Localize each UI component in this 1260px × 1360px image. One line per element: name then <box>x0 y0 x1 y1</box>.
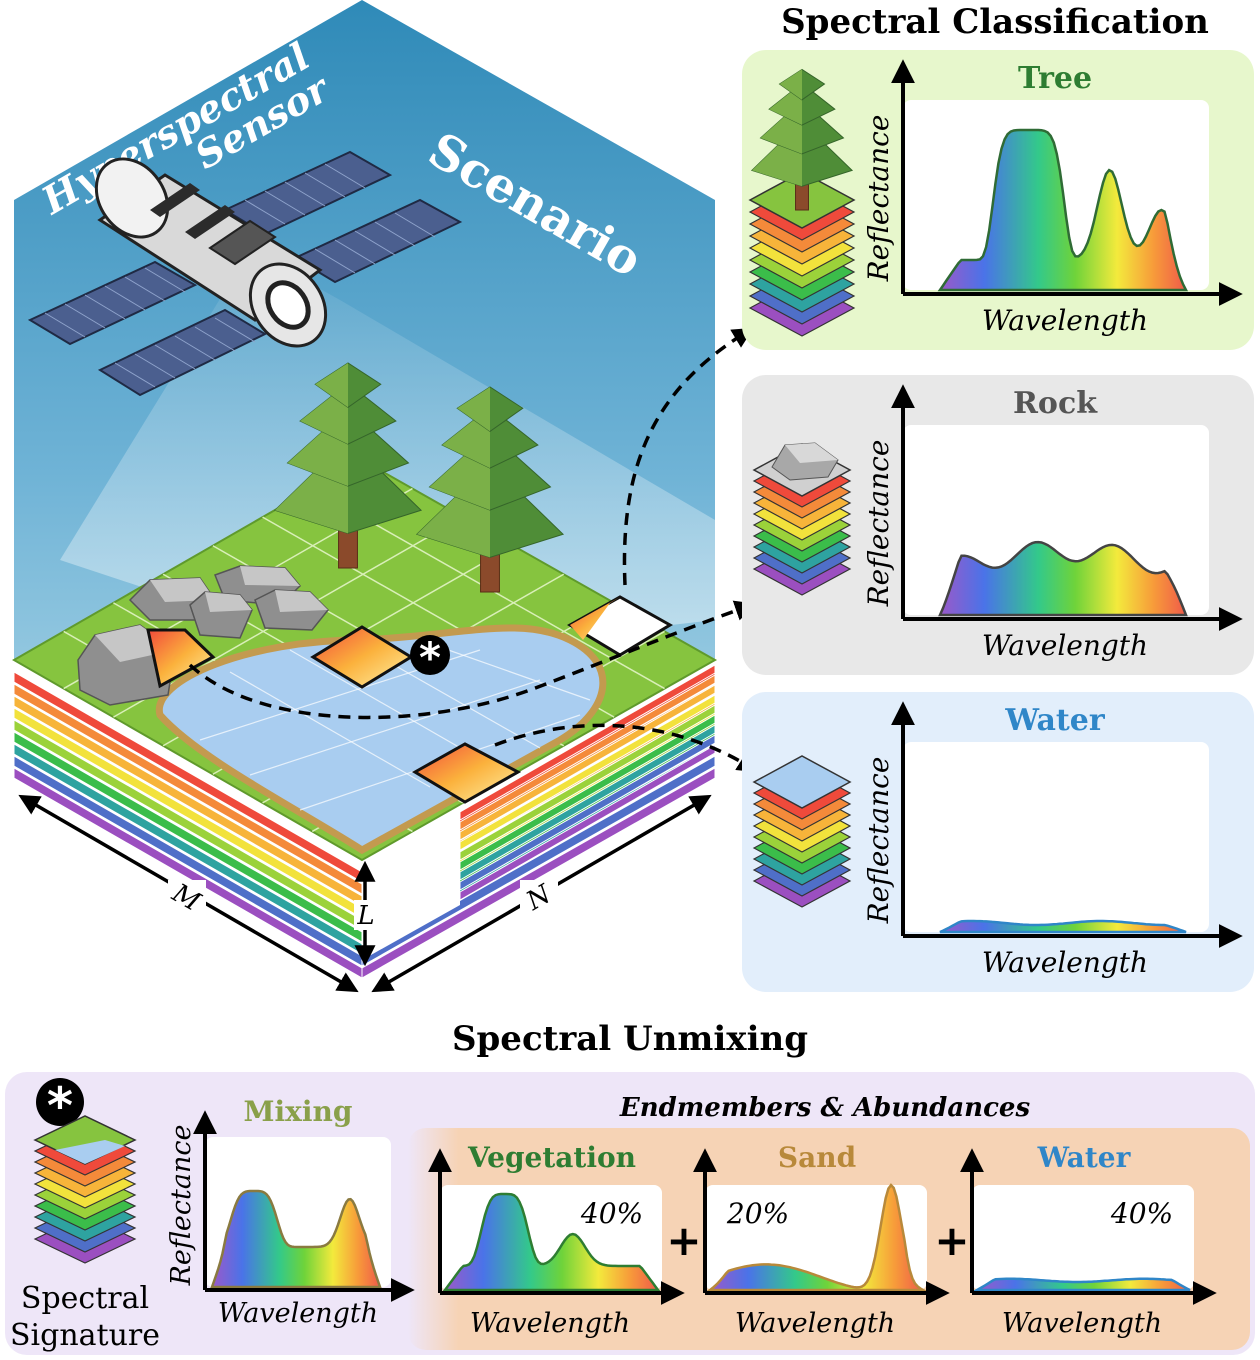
class-panel-title: Water <box>1004 703 1105 738</box>
arrow-to-tree <box>622 327 754 586</box>
x-axis-label: Wavelength <box>470 1308 630 1339</box>
y-axis-label: Reflectance <box>166 1125 197 1287</box>
asterisk-marker: * <box>410 633 450 682</box>
tile-water <box>412 742 522 804</box>
x-axis-label: Wavelength <box>982 946 1148 979</box>
plus-sign: + <box>934 1216 969 1265</box>
tile-rock <box>146 628 216 689</box>
arrow-to-rock <box>188 600 756 720</box>
mixing-title: Mixing <box>244 1095 353 1128</box>
endmember-title: Water <box>1037 1141 1132 1174</box>
classification-arrows <box>188 327 759 773</box>
tree-stack-icon <box>748 68 856 337</box>
abundance-label: 40% <box>580 1197 643 1230</box>
class-panel-title: Rock <box>1013 386 1098 421</box>
y-axis-label: Reflectance <box>862 440 895 608</box>
signature-asterisk: * <box>36 1077 84 1135</box>
unmixing-title: Spectral Unmixing <box>452 1019 808 1059</box>
x-axis-label: Wavelength <box>218 1298 378 1329</box>
spectral-classification: Spectral Classification TreeWavelengthRe… <box>742 2 1254 992</box>
x-axis-label: Wavelength <box>735 1308 895 1339</box>
scene: Hyperspectral Sensor Scenario <box>11 0 759 993</box>
solar-panel-right <box>222 150 463 284</box>
y-axis-label: Reflectance <box>862 757 895 925</box>
signature-label-line2: Signature <box>10 1318 160 1353</box>
abundance-label: 20% <box>726 1197 789 1230</box>
class-panel-title: Tree <box>1018 61 1092 96</box>
dim-l-label: L <box>356 901 374 931</box>
x-axis-label: Wavelength <box>1002 1308 1162 1339</box>
tree-icon <box>273 362 423 569</box>
plus-sign: + <box>666 1216 701 1265</box>
endmember-title: Sand <box>778 1141 856 1174</box>
water-stack-icon <box>752 755 852 908</box>
abundance-label: 40% <box>1110 1197 1173 1230</box>
arrow-to-water <box>494 723 759 773</box>
endmember-sand: Sand 20% Wavelength <box>693 1141 950 1339</box>
satellite-icon <box>27 150 463 397</box>
y-axis-label: Reflectance <box>862 115 895 283</box>
dimension-labels: M N L <box>166 878 558 931</box>
satellite-body <box>94 157 328 348</box>
solar-panel-left <box>27 260 268 397</box>
asterisk-symbol: * <box>419 633 441 682</box>
endmembers-title: Endmembers & Abundances <box>619 1093 1031 1123</box>
spectral-unmixing: Spectral Unmixing Endmembers & Abundance… <box>5 1019 1255 1355</box>
signature-label-line1: Spectral <box>21 1281 149 1316</box>
endmember-title: Vegetation <box>467 1141 636 1174</box>
endmember-water: Water 40% Wavelength <box>960 1141 1217 1339</box>
classification-title: Spectral Classification <box>781 2 1209 42</box>
x-axis-label: Wavelength <box>982 629 1148 662</box>
rock-icon <box>254 589 330 631</box>
x-axis-label: Wavelength <box>982 304 1148 337</box>
rock-icon <box>189 591 253 639</box>
rock-stack-icon <box>752 442 852 596</box>
spectral-signature-stack <box>33 1115 137 1264</box>
endmember-vegetation: Vegetation 40% Wavelength <box>428 1141 685 1339</box>
tile-tree <box>567 595 673 657</box>
tree-icon <box>415 386 565 593</box>
